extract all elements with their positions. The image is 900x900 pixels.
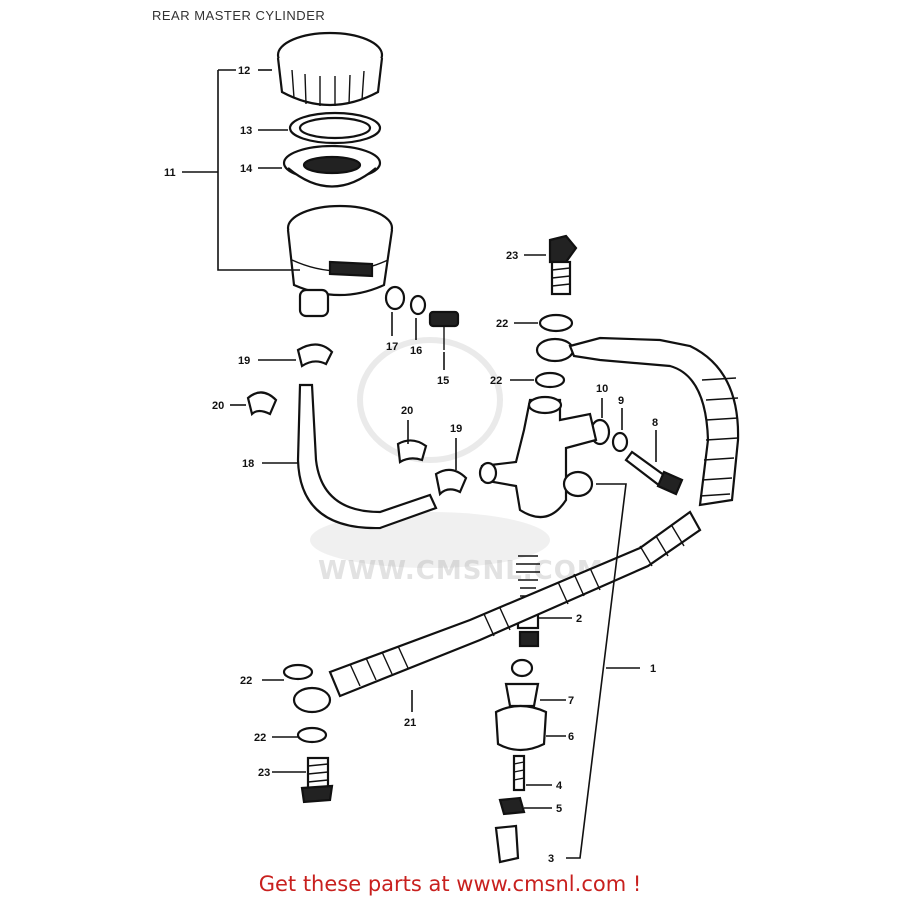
bolt-15[interactable] <box>428 310 460 350</box>
callout-2: 2 <box>576 613 582 625</box>
washer-22-a[interactable] <box>538 313 574 333</box>
bolt-8[interactable] <box>624 450 684 496</box>
callout-18: 18 <box>242 458 254 470</box>
callout-11: 11 <box>164 167 176 179</box>
callout-23-top: 23 <box>506 250 518 262</box>
callout-22-c: 22 <box>240 675 252 687</box>
washer-22-c[interactable] <box>282 663 314 681</box>
callout-12: 12 <box>238 65 250 77</box>
reservoir-hose[interactable] <box>296 383 438 530</box>
clevis-3[interactable] <box>494 824 520 864</box>
clamp-20-middle[interactable] <box>396 439 428 464</box>
callout-4: 4 <box>556 780 563 792</box>
reservoir-cap[interactable] <box>276 31 384 106</box>
lower-brake-hose[interactable] <box>292 510 702 714</box>
washer-17[interactable] <box>384 285 406 311</box>
footer-link[interactable]: Get these parts at www.cmsnl.com ! <box>258 872 642 896</box>
washer-9[interactable] <box>611 431 629 453</box>
boot-7[interactable] <box>504 682 540 708</box>
washer-22-b[interactable] <box>534 371 566 389</box>
callout-22-d: 22 <box>254 732 266 744</box>
callout-8: 8 <box>652 417 658 429</box>
callout-9: 9 <box>618 395 624 407</box>
callout-5: 5 <box>556 803 562 815</box>
callout-22-a: 22 <box>496 318 508 330</box>
callout-19-top: 19 <box>238 355 250 367</box>
reservoir-body[interactable] <box>286 204 394 318</box>
boot-6[interactable] <box>494 704 548 752</box>
leader-lines <box>182 69 657 859</box>
banjo-bolt-23-top[interactable] <box>548 234 578 296</box>
callout-13: 13 <box>240 125 252 137</box>
washer-16[interactable] <box>409 294 427 316</box>
diaphragm-plate[interactable] <box>288 111 382 145</box>
diagram-title: REAR MASTER CYLINDER <box>152 8 326 23</box>
callout-15: 15 <box>437 375 449 387</box>
clamp-20-left[interactable] <box>246 391 278 417</box>
washer-22-d[interactable] <box>296 726 328 744</box>
upper-brake-hose[interactable] <box>535 336 740 507</box>
callout-1: 1 <box>650 663 656 675</box>
callout-3: 3 <box>548 853 554 865</box>
callout-6: 6 <box>568 731 574 743</box>
callout-22-b: 22 <box>490 375 502 387</box>
clamp-19-middle[interactable] <box>434 468 468 497</box>
callout-23-bottom: 23 <box>258 767 270 779</box>
callout-20-middle: 20 <box>401 405 413 417</box>
callout-7: 7 <box>568 695 574 707</box>
pushrod-4[interactable] <box>512 754 526 792</box>
callout-21: 21 <box>404 717 416 729</box>
banjo-bolt-23-bottom[interactable] <box>300 756 334 804</box>
callout-10: 10 <box>596 383 608 395</box>
watermark-text: WWW.CMSNL.COM <box>318 556 604 586</box>
watermark-logo <box>310 337 550 568</box>
callout-14: 14 <box>240 163 253 175</box>
clamp-19-top[interactable] <box>296 343 334 368</box>
diaphragm[interactable] <box>282 144 382 188</box>
callout-labels: 12 11 13 14 23 22 22 17 16 15 19 20 18 2… <box>164 65 658 865</box>
nut-5[interactable] <box>498 796 526 816</box>
callout-20-left: 20 <box>212 400 224 412</box>
piston-cup[interactable] <box>510 658 534 678</box>
callout-17: 17 <box>386 341 398 353</box>
master-cylinder-body[interactable] <box>478 395 598 519</box>
callout-19-middle: 19 <box>450 423 462 435</box>
callout-16: 16 <box>410 345 422 357</box>
